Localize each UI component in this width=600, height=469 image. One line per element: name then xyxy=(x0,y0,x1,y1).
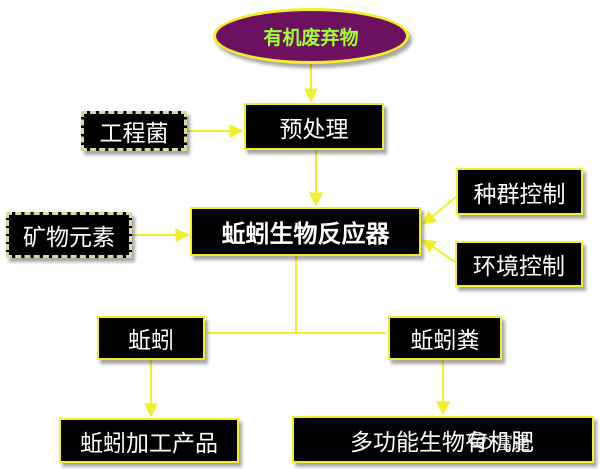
node-earthworm: 蚯蚓 xyxy=(97,316,205,360)
node-label: 有机废弃物 xyxy=(263,26,359,49)
node-earthworm-manure: 蚯蚓粪 xyxy=(388,316,502,360)
watermark-text: 富通 xyxy=(496,433,530,454)
node-label: 预处理 xyxy=(279,116,349,143)
node-multifunctional-bio-organic-fertilizer: 多功能生物有机肥 xyxy=(292,416,594,463)
node-label: 蚯蚓粪 xyxy=(410,328,480,354)
node-earthworm-processed-products: 蚯蚓加工产品 xyxy=(59,418,239,463)
node-label: 多功能生物有机肥 xyxy=(350,429,534,456)
node-earthworm-bioreactor: 蚯蚓生物反应器 xyxy=(190,207,421,256)
node-pretreatment: 预处理 xyxy=(244,103,384,150)
node-label: 工程菌 xyxy=(99,121,169,147)
node-label: 矿物元素 xyxy=(23,225,115,251)
node-label: 种群控制 xyxy=(473,181,566,208)
node-mineral-elements: 矿物元素 xyxy=(6,212,132,258)
connector-population-control-to-reactor xyxy=(421,196,457,225)
node-environment-control: 环境控制 xyxy=(455,241,583,287)
node-organic-waste: 有机废弃物 xyxy=(213,8,409,64)
watermark: 富通 xyxy=(468,426,530,456)
wechat-icon xyxy=(468,431,492,450)
connector-environment-control-to-reactor xyxy=(421,239,456,263)
node-label: 蚯蚓生物反应器 xyxy=(221,220,390,248)
node-label: 环境控制 xyxy=(473,254,565,280)
node-label: 蚯蚓 xyxy=(128,328,174,354)
node-label: 蚯蚓加工产品 xyxy=(80,430,218,457)
node-engineered-bacteria: 工程菌 xyxy=(81,111,187,151)
connector-reactor-to-earthworm xyxy=(207,256,297,334)
node-population-control: 种群控制 xyxy=(456,168,583,215)
